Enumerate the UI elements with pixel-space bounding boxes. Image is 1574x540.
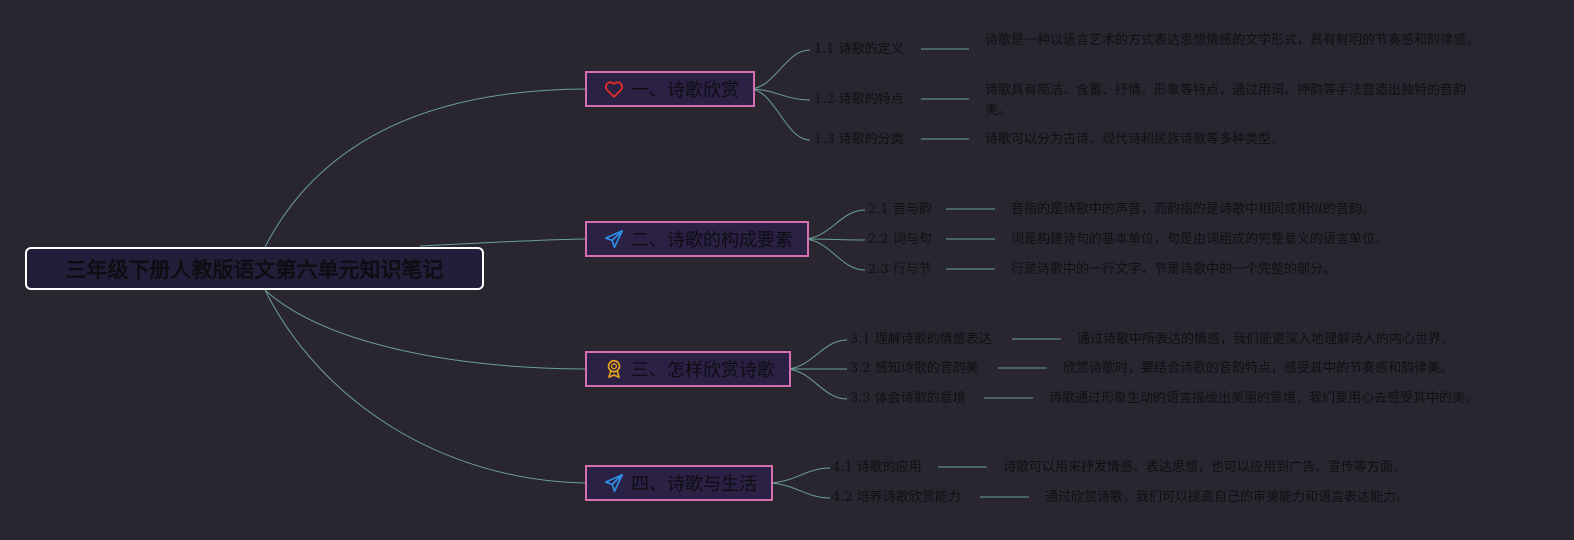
connector-b2-t1 [802,209,866,240]
connector-root-branch-4 [264,289,586,484]
note-2-1: 音指的是诗歌中的声音，而韵指的是诗歌中相同或相似的音韵。 [1011,202,1376,217]
branch-poetry-and-life[interactable]: 四、诗歌与生活 [585,465,773,501]
topic-4-1[interactable]: 4.1 诗歌的应用 [832,460,922,475]
connector-b2-t2 [802,238,866,241]
connector-root-branch-3 [264,289,586,370]
root-topic[interactable]: 三年级下册人教版语文第六单元知识笔记 [25,247,484,290]
topic-3-3[interactable]: 3.3 体会诗歌的意境 [850,391,966,406]
connector-b2-t3 [802,238,866,271]
branch-poetry-elements[interactable]: 二、诗歌的构成要素 [585,221,809,257]
connector-b3-t3 [784,368,848,400]
topic-3-2[interactable]: 3.2 感知诗歌的音韵美 [850,361,979,376]
topic-3-1[interactable]: 3.1 理解诗歌的情感表达 [850,332,992,347]
note-4-1: 诗歌可以用来抒发情感、表达思想，也可以应用到广告、宣传等方面。 [1003,460,1407,475]
branch-title: 二、诗歌的构成要素 [631,230,793,251]
root-title: 三年级下册人教版语文第六单元知识笔记 [65,257,444,282]
branch-how-to-appreciate[interactable]: 三、怎样欣赏诗歌 [585,351,791,387]
connector-b1-t1 [748,49,811,90]
topic-2-2[interactable]: 2.2 词与句 [868,232,932,247]
note-2-3: 行是诗歌中的一行文字，节是诗歌中的一个完整的部分。 [1011,262,1337,277]
note-3-2: 欣赏诗歌时，要结合诗歌的音韵特点，感受其中的节奏感和韵律美。 [1063,361,1454,376]
connector-b1-t3 [748,88,811,141]
paper-plane-icon [603,472,625,494]
branch-poetry-appreciation[interactable]: 一、诗歌欣赏 [585,71,755,107]
connector-b4-t2 [766,482,831,499]
connector-b4-t1 [766,467,831,484]
topic-1-3[interactable]: 1.3 诗歌的分类 [814,132,904,147]
topic-2-1[interactable]: 2.1 音与韵 [868,202,932,217]
branch-title: 三、怎样欣赏诗歌 [631,360,775,381]
connector-root-branch-2 [419,238,586,247]
paper-plane-icon [603,228,625,250]
topic-1-2[interactable]: 1.2 诗歌的特点 [814,92,904,107]
note-1-3: 诗歌可以分为古诗、现代诗和民族诗歌等多种类型。 [985,132,1285,147]
branch-title: 四、诗歌与生活 [631,474,757,495]
topic-1-1[interactable]: 1.1 诗歌的定义 [814,42,904,57]
note-4-2: 通过欣赏诗歌，我们可以提高自己的审美能力和语言表达能力。 [1045,490,1410,505]
connector-root-branch-1 [264,88,586,248]
topic-4-2[interactable]: 4.2 培养诗歌欣赏能力 [832,490,961,505]
note-3-1: 通过诗歌中所表达的情感，我们能更深入地理解诗人的内心世界。 [1077,332,1455,347]
note-2-2: 词是构建诗句的基本单位，句是由词组成的完整意义的语言单位。 [1011,232,1389,247]
note-1-2: 诗歌具有简洁、含蓄、抒情、形象等特点，通过用词、押韵等手法营造出独特的音韵美。 [985,83,1467,118]
topic-2-3[interactable]: 2.3 行与节 [868,262,932,277]
award-ribbon-icon [603,358,625,380]
connector-b3-t1 [784,339,848,370]
note-3-3: 诗歌通过形象生动的语言描绘出美丽的意境，我们要用心去感受其中的美。 [1049,391,1479,406]
heart-icon [603,78,625,100]
note-1-1: 诗歌是一种以语言艺术的方式表达思想情感的文学形式，具有鲜明的节奏感和韵律感。 [985,33,1480,48]
branch-title: 一、诗歌欣赏 [631,80,739,101]
connector-b1-t2 [748,88,811,101]
